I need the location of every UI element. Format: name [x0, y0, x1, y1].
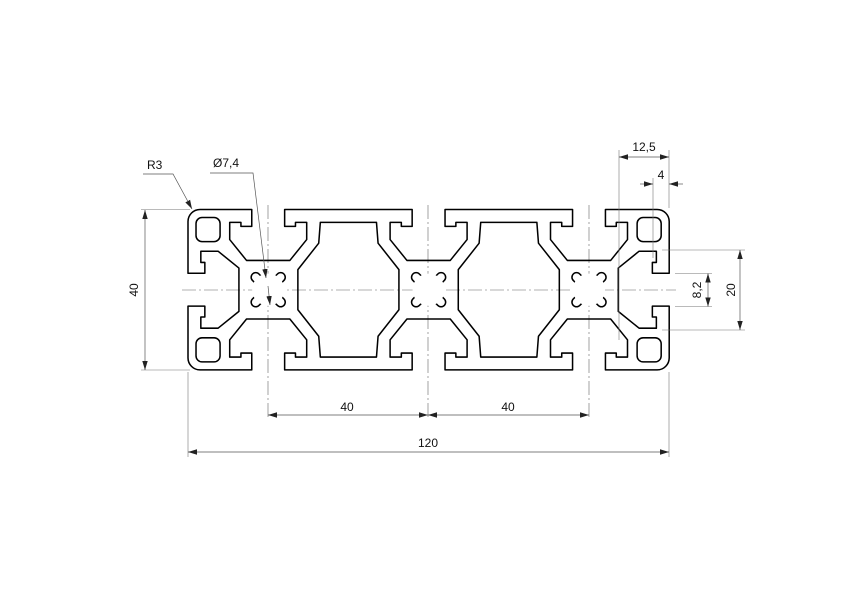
edge-to-slot-label: 12,5	[632, 140, 656, 154]
radius-label: R3	[147, 158, 163, 172]
height-label: 40	[127, 283, 141, 297]
center-bore	[412, 273, 445, 306]
pitch-2-label: 40	[501, 400, 515, 414]
bore-leader	[210, 172, 268, 279]
corner-cavity	[195, 216, 221, 243]
corner-cavity	[636, 337, 662, 363]
profile-outline	[187, 208, 670, 371]
corner-cavity	[636, 216, 662, 243]
bore-leader-arrow	[266, 285, 272, 306]
center-bore	[251, 273, 285, 306]
center-bore	[572, 273, 606, 306]
central-cavity	[457, 221, 561, 358]
pitch-1-label: 40	[340, 400, 354, 414]
corner-cavity	[195, 337, 221, 363]
lip-label: 4	[658, 168, 665, 182]
slot-span-label: 20	[724, 283, 738, 297]
bore-diameter-label: Ø7,4	[213, 156, 239, 170]
central-cavity	[297, 221, 400, 358]
radius-leader	[143, 173, 193, 210]
overall-width-label: 120	[418, 436, 438, 450]
slot-opening-label: 8,2	[690, 281, 704, 298]
extrusion-profile	[187, 208, 670, 371]
